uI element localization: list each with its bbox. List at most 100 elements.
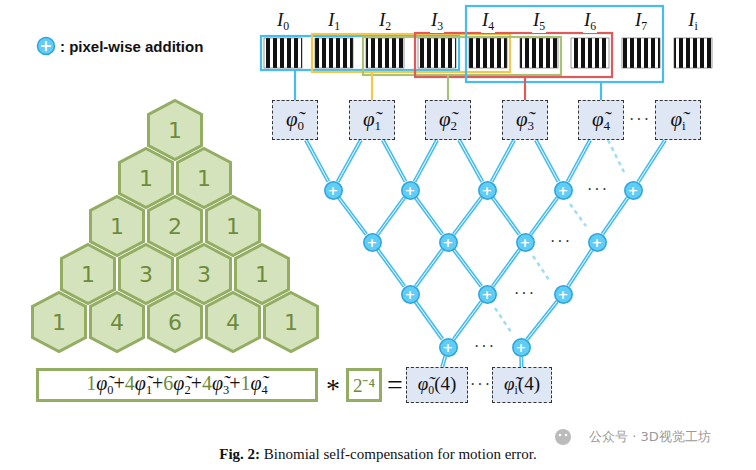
connector-line <box>527 301 557 339</box>
plus-sign: + <box>628 183 639 198</box>
connector <box>454 302 482 340</box>
hexagon-shape <box>91 293 144 352</box>
hexagon-shape <box>120 245 173 304</box>
connector <box>378 250 405 287</box>
math-text: φ̃i(4) <box>504 373 540 398</box>
connector-line <box>531 198 558 235</box>
connector-line <box>338 140 361 182</box>
pascal-hexagon: 1 <box>263 291 319 353</box>
connector <box>536 140 559 182</box>
hexagon-shape <box>149 293 202 352</box>
circle-shape <box>439 338 456 355</box>
connector-core <box>454 250 482 287</box>
fringe-image <box>366 38 404 68</box>
circle-shape <box>512 338 529 355</box>
connector-line <box>306 140 329 182</box>
math-text: φ̃3 <box>516 107 534 134</box>
fringe-image <box>674 38 712 68</box>
connector-core <box>416 302 443 340</box>
continuation-dashes <box>495 140 624 332</box>
frame-leads <box>295 70 601 100</box>
connector-core <box>454 198 482 235</box>
hexagon-shape <box>236 245 289 304</box>
connector <box>416 302 443 340</box>
connector-core <box>493 198 520 235</box>
pascal-number: 1 <box>197 166 211 191</box>
connector-core <box>339 198 367 235</box>
ellipsis: ··· <box>587 181 609 199</box>
connector <box>306 140 329 182</box>
pascal-hexagon: 3 <box>176 243 232 305</box>
hexagon-shape <box>149 197 202 256</box>
fringe-image <box>571 38 609 68</box>
connector-line <box>383 140 406 182</box>
connector-core <box>415 140 438 182</box>
connector <box>493 250 520 287</box>
hexagon-shape <box>120 149 173 208</box>
addition-node: + <box>439 233 458 252</box>
connector-line <box>493 250 520 287</box>
connector-line <box>638 140 665 182</box>
math-text: φ̃i <box>670 107 685 134</box>
connector-line <box>536 140 559 182</box>
connector <box>378 198 405 235</box>
image-label: I7 <box>634 9 648 34</box>
legend: : pixel-wise addition <box>36 36 203 56</box>
connector <box>521 356 522 367</box>
connector-core <box>521 356 522 367</box>
plus-sign: + <box>482 287 493 302</box>
plus-sign: + <box>520 235 531 250</box>
connector <box>442 356 445 367</box>
addition-node: + <box>624 181 643 200</box>
image-label: Ii <box>687 9 699 34</box>
addition-node: + <box>363 233 382 252</box>
math-text: φ̃2 <box>439 107 457 134</box>
connector-line <box>442 356 445 367</box>
connector <box>454 250 482 287</box>
connector-core <box>527 301 557 339</box>
image-label: I1 <box>327 9 341 34</box>
pascal-number: 1 <box>81 262 95 287</box>
phase-box: φ̃i <box>655 100 701 140</box>
phase-box: φ̃2 <box>425 100 471 140</box>
math-text: φ̃1 <box>363 107 381 134</box>
fringe-image <box>315 38 353 68</box>
swatch-plus <box>41 41 51 51</box>
result-box: φ̃0(4) <box>406 367 468 403</box>
plus-sign: + <box>558 183 569 198</box>
addition-node: + <box>512 338 531 357</box>
pascal-number: 3 <box>139 262 153 287</box>
image-label: I5 <box>532 9 546 34</box>
math-text: φ̃0 <box>286 107 304 134</box>
connector-core <box>378 198 405 235</box>
pascal-hexagon: 6 <box>147 291 203 353</box>
connector-core <box>531 198 558 235</box>
ellipsis: ··· <box>474 338 496 356</box>
connector-core <box>383 140 406 182</box>
pascal-number: 1 <box>255 262 269 287</box>
circle-shape <box>401 181 418 198</box>
hexagon-shape <box>33 293 86 352</box>
pascal-hexagon: 1 <box>118 147 174 209</box>
window-frames <box>261 6 663 82</box>
addition-node: + <box>401 181 420 200</box>
connector <box>568 250 592 286</box>
connector-core <box>568 250 592 286</box>
circle-shape <box>624 181 641 198</box>
fringe-image <box>418 38 456 68</box>
connector-line <box>416 250 443 287</box>
plus-sign: + <box>405 183 416 198</box>
addition-node: + <box>478 285 497 304</box>
connector-line <box>339 198 367 235</box>
connector <box>602 198 627 234</box>
phase-box: φ̃4 <box>578 100 624 140</box>
connector-line <box>459 140 482 182</box>
pascal-hexagon: 4 <box>89 291 145 353</box>
connector-line <box>568 140 591 182</box>
hexagon-shape <box>149 101 202 160</box>
pascal-number: 3 <box>197 262 211 287</box>
connector <box>638 140 665 182</box>
connector-line <box>519 356 523 367</box>
connector-core <box>459 140 482 182</box>
fringe-image <box>469 38 507 68</box>
